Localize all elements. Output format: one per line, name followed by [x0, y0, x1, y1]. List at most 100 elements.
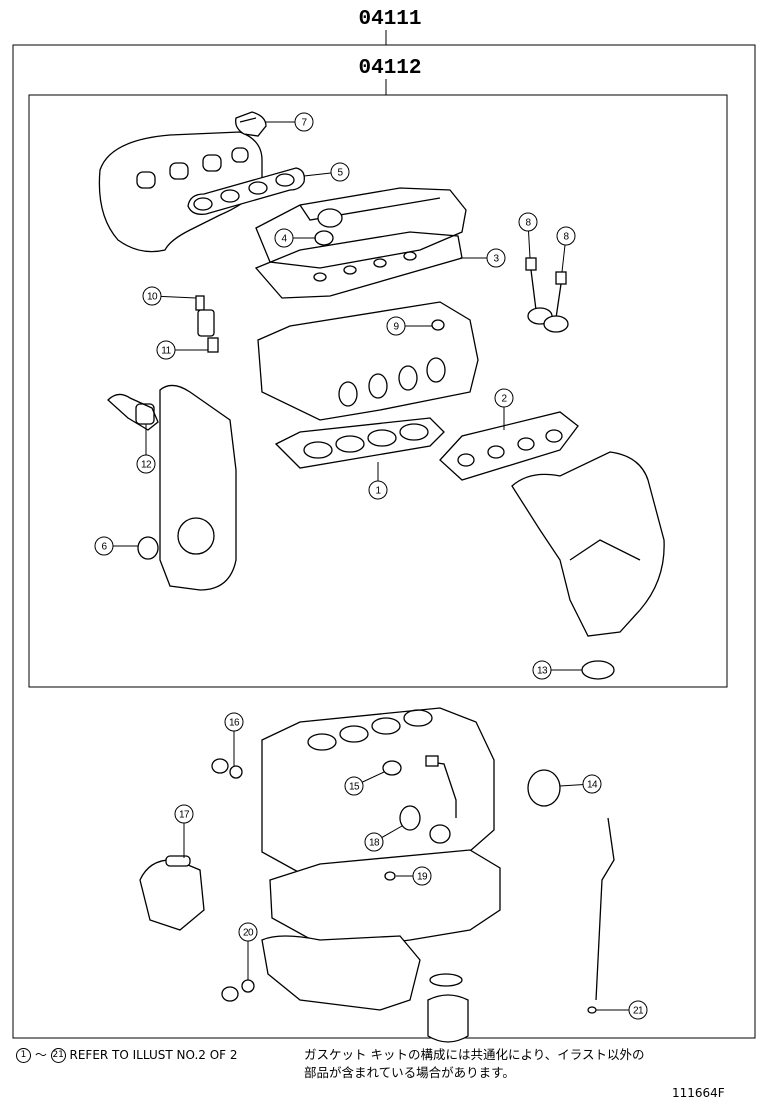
- cylinder-head-cover-drawing: [255, 187, 467, 269]
- oil-pan-drawing: [261, 849, 501, 1011]
- callout-number: 11: [161, 346, 171, 357]
- callout-circle: [486, 248, 506, 268]
- outer-kit-number: 04111: [358, 8, 421, 31]
- callout-circle: [294, 112, 314, 132]
- valve-right-drawing: [543, 271, 569, 333]
- callout-c8b: 8: [556, 226, 576, 273]
- callout-c12: 12: [136, 424, 156, 474]
- oil-pipe-drawing: [425, 755, 457, 818]
- callout-number: 18: [369, 838, 380, 849]
- callout-number: 3: [493, 254, 499, 265]
- callout-circle: [238, 922, 258, 942]
- callout-circle: [386, 316, 406, 336]
- callout-circle: [136, 454, 156, 474]
- callout-c21: 21: [596, 1000, 648, 1020]
- callout-c9: 9: [386, 316, 432, 336]
- callout-number: 6: [101, 542, 107, 553]
- callout-circle: [174, 804, 194, 824]
- callout-number: 5: [337, 168, 343, 179]
- cylinder-head-gasket-drawing: [274, 417, 445, 469]
- callout-c16: 16: [224, 712, 244, 766]
- callout-circle: [142, 286, 162, 306]
- intake-manifold-gasket-drawing: [187, 167, 305, 215]
- callout-c13: 13: [532, 660, 582, 680]
- intake-manifold-drawing: [98, 131, 263, 253]
- outer-kit-frame: [12, 44, 756, 1039]
- callout-number: 4: [281, 234, 287, 245]
- callout-circle: [224, 712, 244, 732]
- callout-circle: [274, 228, 294, 248]
- part-20-drawing: [221, 979, 255, 1002]
- callout-number: 10: [147, 292, 158, 303]
- reference-text: REFER TO ILLUST NO.2 OF 2: [69, 1048, 238, 1062]
- callout-circle: [494, 388, 514, 408]
- water-outlet-drawing: [107, 393, 159, 431]
- callout-c18: 18: [364, 825, 403, 852]
- cylinder-head-drawing: [257, 301, 479, 421]
- part-18-drawing: [399, 805, 421, 831]
- oil-filler-cap-drawing: [314, 208, 343, 246]
- callout-number: 8: [563, 232, 569, 243]
- callout-number: 2: [501, 394, 507, 405]
- callout-number: 7: [301, 118, 307, 129]
- callout-number: 13: [537, 666, 548, 677]
- callout-c10: 10: [142, 286, 197, 306]
- part-16-drawing: [211, 758, 243, 779]
- callout-c5: 5: [303, 162, 350, 182]
- callout-number: 14: [587, 780, 598, 791]
- callout-number: 16: [229, 718, 240, 729]
- callout-c4: 4: [274, 228, 316, 248]
- callout-circle: [344, 776, 364, 796]
- part-7-drawing: [235, 111, 267, 137]
- callout-c1: 1: [368, 462, 388, 500]
- inner-kit-frame: [28, 94, 728, 688]
- callout-number: 8: [525, 218, 531, 229]
- callout-number: 9: [393, 322, 399, 333]
- rear-oil-seal-drawing: [527, 769, 561, 807]
- exhaust-seal-drawing: [581, 660, 615, 680]
- range-separator: ～: [34, 1048, 47, 1062]
- exhaust-manifold-drawing: [511, 451, 665, 637]
- water-pump-drawing: [139, 855, 205, 931]
- callout-circle: [330, 162, 350, 182]
- head-cover-gasket-drawing: [254, 231, 463, 299]
- range-start-circle: 1: [16, 1048, 31, 1063]
- callout-circle: [628, 1000, 648, 1020]
- part-19-drawing: [384, 871, 396, 881]
- callout-c20: 20: [238, 922, 258, 980]
- note-line-2: 部品が含まれている場合があります。: [304, 1065, 515, 1080]
- callout-circle: [582, 774, 602, 794]
- callout-circle: [368, 480, 388, 500]
- illustration-code: 111664F: [672, 1086, 725, 1100]
- callout-number: 19: [417, 872, 428, 883]
- callout-c11: 11: [156, 340, 208, 360]
- crankshaft-seal-drawing: [137, 536, 159, 560]
- callout-circle: [412, 866, 432, 886]
- callout-c15: 15: [344, 771, 385, 796]
- part-9-drawing: [431, 319, 445, 331]
- injector-drawing: [195, 295, 219, 353]
- inner-kit-number: 04112: [358, 57, 421, 80]
- oil-filter-union-drawing: [429, 824, 451, 844]
- japanese-note: ガスケット キットの構成には共通化により、イラスト以外の 部品が含まれている場合…: [304, 1046, 734, 1082]
- callout-number: 15: [349, 782, 360, 793]
- reference-note: 1 ～ 21 REFER TO ILLUST NO.2 OF 2: [16, 1046, 238, 1064]
- callout-c19: 19: [396, 866, 432, 886]
- callout-circle: [556, 226, 576, 246]
- callout-circle: [156, 340, 176, 360]
- exhaust-manifold-gasket-drawing: [439, 411, 579, 481]
- valve-left-drawing: [525, 257, 553, 325]
- callout-number: 12: [141, 460, 152, 471]
- callout-c14: 14: [559, 774, 602, 794]
- callout-c7: 7: [266, 112, 314, 132]
- callout-circle: [518, 212, 538, 232]
- callout-circle: [364, 832, 384, 852]
- callout-number: 1: [375, 486, 381, 497]
- timing-chain-cover-drawing: [159, 384, 237, 591]
- oil-dipstick-drawing: [587, 817, 615, 1014]
- callout-circle: [532, 660, 552, 680]
- callout-number: 21: [633, 1006, 644, 1017]
- range-end-circle: 21: [50, 1048, 66, 1063]
